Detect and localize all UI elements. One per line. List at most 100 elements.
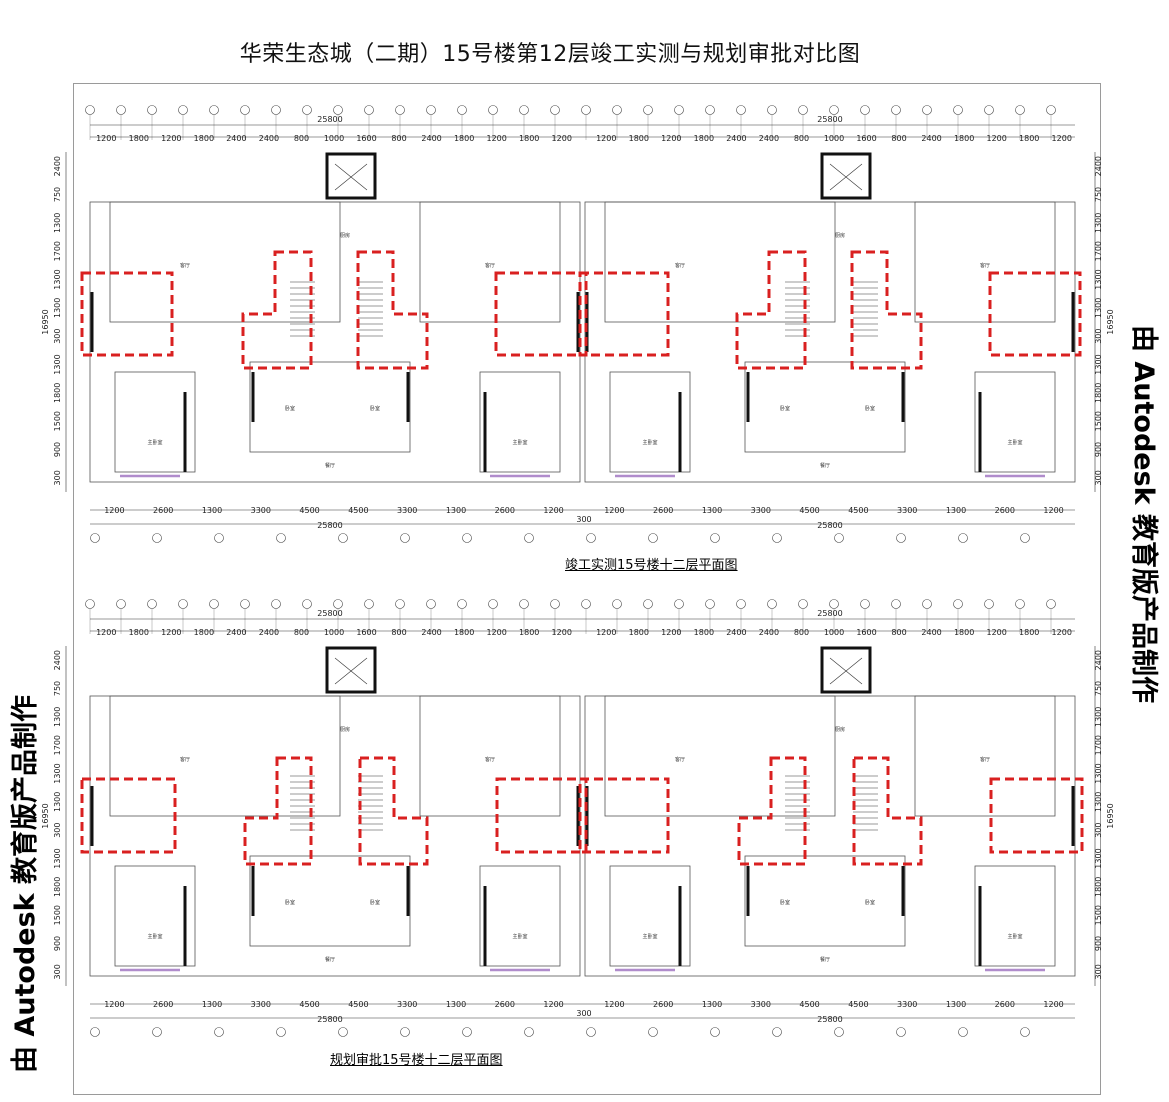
bedroom-outline (609, 371, 691, 473)
axis-bubble (426, 599, 436, 609)
bottom-dim-left: 4500 (348, 1000, 368, 1009)
top-dim-left: 1800 (194, 134, 214, 143)
top-dim-left: 800 (391, 628, 406, 637)
axis-bubble (400, 533, 410, 543)
top-dim-right: 2400 (921, 628, 941, 637)
axis-bubble (896, 1027, 906, 1037)
top-dim-left: 1800 (519, 134, 539, 143)
top-dim-left: 1200 (552, 134, 572, 143)
axis-bubble (152, 533, 162, 543)
side-dim-right: 1800 (1094, 877, 1103, 897)
bottom-dim-right: 3300 (897, 1000, 917, 1009)
room-label-living: 客厅 (675, 262, 685, 269)
top-dim-right: 2400 (759, 134, 779, 143)
room-label-bedroom: 卧室 (370, 899, 380, 906)
bottom-total-left: 25800 (317, 1015, 342, 1024)
top-dim-right: 1800 (954, 134, 974, 143)
room-label-master: 主卧室 (512, 439, 527, 446)
axis-bubble (705, 105, 715, 115)
axis-bubble (984, 105, 994, 115)
change-highlight-outline (852, 756, 923, 866)
axis-bubble (209, 105, 219, 115)
top-dim-right: 1800 (1019, 134, 1039, 143)
axis-bubble (524, 533, 534, 543)
room-label-living: 客厅 (485, 756, 495, 763)
change-highlight-outline (80, 271, 174, 357)
change-highlight-outline (989, 777, 1084, 854)
axis-bubble (550, 599, 560, 609)
axis-bubble (581, 105, 591, 115)
top-dim-right: 800 (891, 134, 906, 143)
bottom-dim-right: 4500 (848, 1000, 868, 1009)
axis-bubble (395, 105, 405, 115)
axis-bubble (457, 599, 467, 609)
room-label-kitchen: 厨房 (835, 232, 845, 239)
bottom-total-left: 25800 (317, 521, 342, 530)
gap-dim: 300 (576, 515, 591, 524)
axis-bubble (586, 533, 596, 543)
axis-bubble (612, 599, 622, 609)
change-highlight-outline (358, 756, 429, 866)
elevator-shaft (820, 152, 872, 200)
bottom-dim-left: 2600 (495, 1000, 515, 1009)
unit-outline (89, 201, 581, 483)
living-room-outline (604, 695, 836, 817)
change-highlight-outline (356, 250, 429, 370)
axis-bubble (271, 599, 281, 609)
bottom-dim-right: 4500 (799, 1000, 819, 1009)
bottom-dim-right: 1300 (702, 1000, 722, 1009)
axis-bubble (276, 533, 286, 543)
axis-bubble (896, 533, 906, 543)
top-dim-left: 1000 (324, 628, 344, 637)
living-room-outline (419, 201, 561, 323)
axis-bubble (90, 1027, 100, 1037)
living-room-outline (109, 201, 341, 323)
bottom-dim-left: 3300 (251, 506, 271, 515)
total-dim-right: 25800 (817, 115, 842, 124)
change-highlight-outline (495, 777, 588, 854)
axis-bubble (488, 599, 498, 609)
top-dim-left: 1200 (96, 134, 116, 143)
top-dim-left: 2400 (259, 628, 279, 637)
axis-bubble (550, 105, 560, 115)
side-dim-right: 300 (1094, 964, 1103, 979)
axis-bubble (302, 599, 312, 609)
bottom-dim-left: 2600 (153, 1000, 173, 1009)
top-dim-right: 1600 (856, 134, 876, 143)
axis-bubble (364, 105, 374, 115)
side-dim-left: 1300 (53, 213, 62, 233)
room-label-bedroom: 卧室 (780, 899, 790, 906)
top-dim-left: 1200 (161, 628, 181, 637)
living-room-outline (109, 695, 341, 817)
top-dim-left: 1800 (129, 134, 149, 143)
axis-bubble (767, 599, 777, 609)
top-dim-right: 1200 (986, 134, 1006, 143)
side-dim-left: 1500 (53, 411, 62, 431)
top-dim-right: 1800 (629, 628, 649, 637)
as-built-plan-caption: 竣工实测15号楼十二层平面图 (565, 558, 738, 573)
side-dim-right: 1700 (1094, 241, 1103, 261)
axis-bubble (85, 105, 95, 115)
side-dim-left: 2400 (53, 650, 62, 670)
change-highlight-outline (735, 250, 807, 370)
side-dim-left: 300 (53, 329, 62, 344)
elevator-cross (829, 163, 863, 191)
side-dim-left: 300 (53, 823, 62, 838)
side-dim-right: 750 (1094, 187, 1103, 202)
room-label-master: 主卧室 (147, 439, 162, 446)
bottom-dim-right: 2600 (995, 1000, 1015, 1009)
top-dim-left: 1200 (552, 628, 572, 637)
axis-bubble (1015, 599, 1025, 609)
bottom-dim-right: 1300 (702, 506, 722, 515)
bottom-dim-left: 1300 (202, 506, 222, 515)
axis-bubble (214, 1027, 224, 1037)
axis-bubble (457, 105, 467, 115)
side-dim-left: 900 (53, 936, 62, 951)
top-dim-right: 1600 (856, 628, 876, 637)
top-dim-left: 2400 (259, 134, 279, 143)
building-unit: 客厅客厅厨房卧室卧室主卧室主卧室餐厅 (89, 646, 581, 977)
room-label-master: 主卧室 (147, 933, 162, 940)
living-room-outline (604, 201, 836, 323)
elevator-shaft (325, 152, 377, 200)
